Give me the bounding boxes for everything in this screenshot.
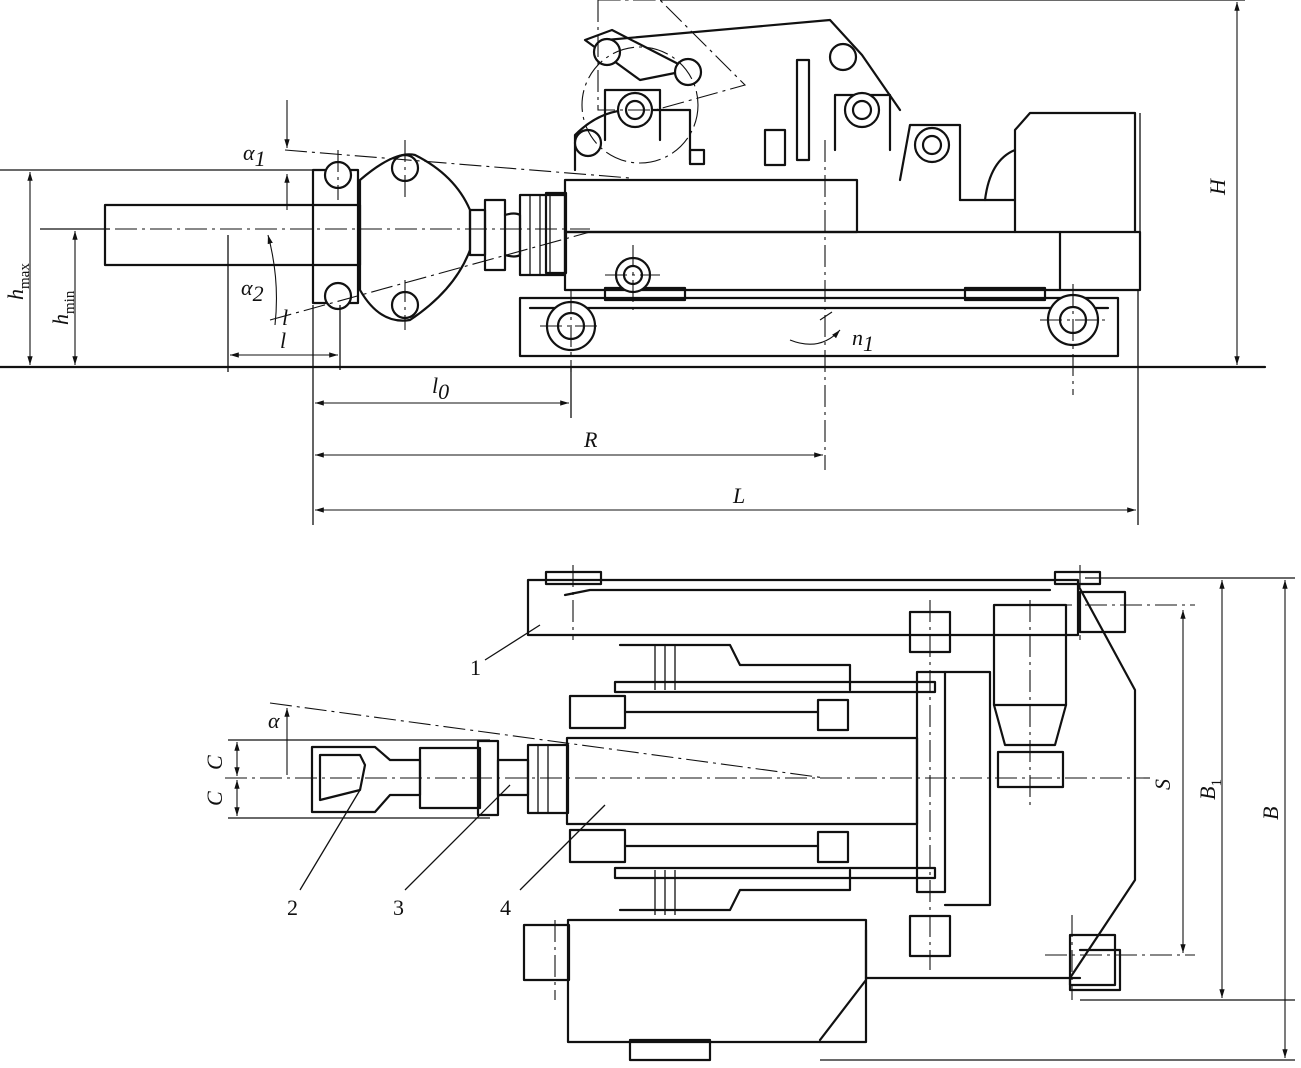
track-upper <box>526 565 1102 640</box>
R-label: R <box>583 427 598 452</box>
side-view: α1 α2 hmax hmin l l l0 R L H n1 <box>0 0 1267 525</box>
alpha-label: α <box>268 708 280 733</box>
c-frame <box>1068 583 1137 992</box>
upper-carriage <box>563 178 859 234</box>
L-label: L <box>732 483 745 508</box>
S-label: S <box>1150 779 1175 790</box>
l0-label: l0 <box>432 373 449 404</box>
lower-frame <box>563 230 1142 292</box>
track-lower <box>522 918 1082 1062</box>
alpha1-label: α1 <box>243 140 266 171</box>
alpha2-label: α2 <box>241 275 264 306</box>
n1-label: n1 <box>852 325 874 356</box>
callout-2: 2 <box>287 895 298 920</box>
H-label: H <box>1205 178 1230 196</box>
callout-4: 4 <box>500 895 511 920</box>
drive-unit <box>992 600 1068 810</box>
l-label: l <box>280 328 286 353</box>
callout-1: 1 <box>470 655 481 680</box>
wheel-rear <box>540 290 602 372</box>
cab <box>958 111 1137 234</box>
tong-head <box>103 153 567 322</box>
lifting-linkage <box>573 0 1245 310</box>
carriage-body <box>565 600 992 970</box>
C-upper-label: C <box>202 755 227 770</box>
chassis <box>518 286 1120 358</box>
tong-arm <box>310 739 570 817</box>
callout-3: 3 <box>393 895 404 920</box>
top-view: α C C S B1 B 1 2 3 4 <box>202 565 1295 1062</box>
h-min-label: hmin <box>48 290 78 325</box>
C-lower-label: C <box>202 791 227 806</box>
l-line-label: l <box>282 305 288 330</box>
wheel-front <box>1040 284 1106 395</box>
B-label: B <box>1258 807 1283 820</box>
B1-label: B1 <box>1195 779 1225 800</box>
h-max-label: hmax <box>3 263 33 300</box>
